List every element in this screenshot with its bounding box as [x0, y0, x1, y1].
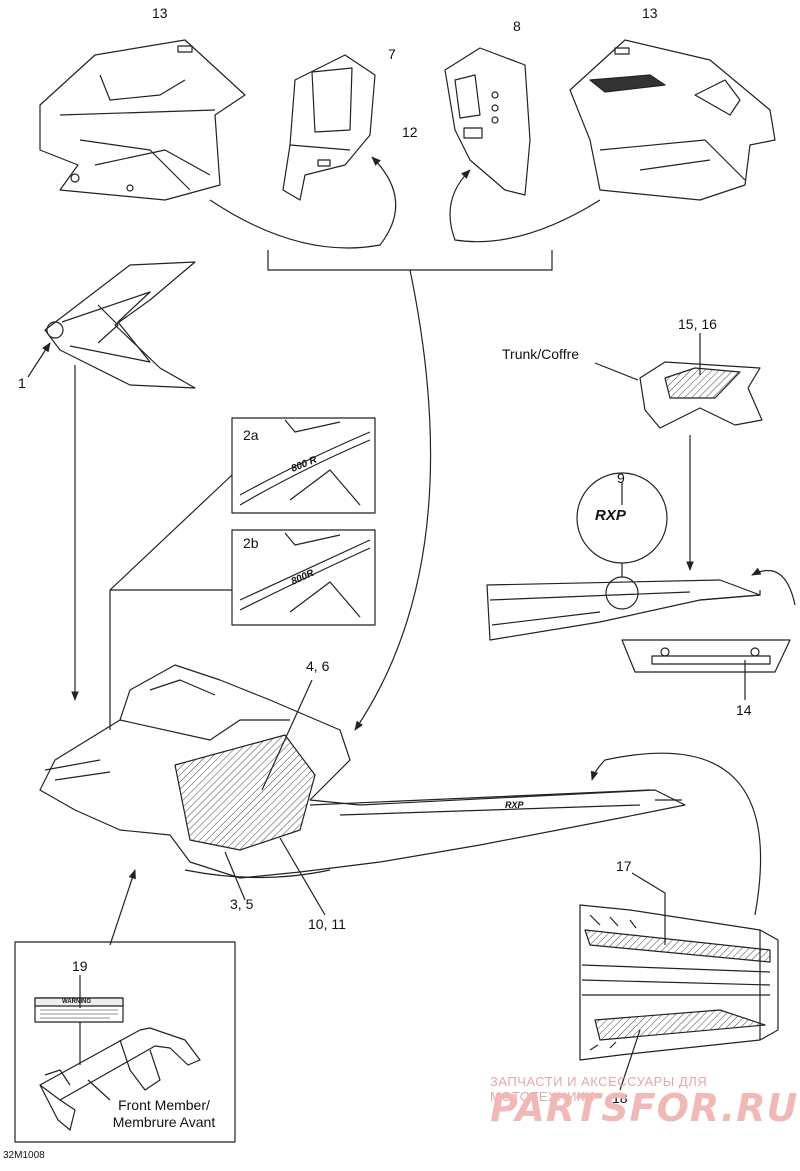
arrow-tunnel-curve	[751, 567, 796, 606]
running-board	[579, 904, 779, 1061]
front-member-caption: Front Member/ Membrure Avant	[95, 1097, 233, 1131]
leader-1011	[279, 837, 326, 916]
watermark-logo: PARTSFOR.RU	[490, 1086, 799, 1130]
leader-front-member	[87, 1079, 111, 1101]
callout-18: 18	[612, 1090, 628, 1106]
leader-35	[224, 851, 246, 901]
rear-tunnel	[486, 579, 761, 641]
callout-4-6: 4, 6	[306, 658, 330, 674]
front-member-line-1: Front Member/	[118, 1097, 210, 1113]
rear-bumper	[621, 639, 791, 673]
callout-7: 7	[388, 46, 396, 62]
callout-15-16: 15, 16	[678, 316, 717, 332]
callout-12: 12	[402, 124, 418, 140]
front-member	[39, 1027, 201, 1131]
callout-9: 9	[617, 470, 625, 486]
nose-cone	[44, 261, 196, 389]
bracket	[267, 250, 553, 271]
side-panel-7	[282, 54, 376, 201]
leader-trunk	[594, 362, 639, 381]
callout-13-right: 13	[642, 5, 658, 21]
leader-18	[619, 1029, 641, 1091]
watermark-subtitle: ЗАПЧАСТИ И АКСЕССУАРЫ ДЛЯ МОТОТЕХНИКИ	[490, 1074, 708, 1104]
leader-46	[261, 679, 313, 791]
decal-2a-art	[239, 419, 371, 506]
leader-17	[631, 872, 666, 945]
leader-1	[27, 342, 51, 378]
bracket-curve	[354, 269, 432, 731]
warning-text: WARNING	[62, 999, 91, 1005]
callout-3-5: 3, 5	[230, 896, 254, 912]
side-panel-right	[569, 39, 776, 201]
callout-1: 1	[18, 375, 26, 391]
connector-curve-left	[209, 156, 397, 249]
callout-17: 17	[616, 858, 632, 874]
arrow-board-curve	[590, 752, 762, 916]
trunk-label: Trunk/Coffre	[502, 346, 580, 362]
snowmobile-body	[39, 664, 686, 879]
callout-13-left: 13	[152, 5, 168, 21]
side-panel-8	[444, 47, 531, 196]
front-member-line-2: Membrure Avant	[112, 1114, 216, 1130]
decal-2b-art	[239, 532, 371, 618]
callout-14: 14	[736, 702, 752, 718]
front-member-box	[14, 941, 236, 1143]
callout-2b: 2b	[243, 535, 259, 551]
tunnel-logo-text: RXP	[505, 800, 524, 810]
side-panel-left	[39, 39, 246, 201]
callout-10-11: 10, 11	[308, 916, 346, 932]
callout-8: 8	[513, 18, 521, 34]
connector-curve-right	[449, 169, 601, 243]
emblem-text: RXP	[595, 507, 626, 524]
callout-19: 19	[72, 958, 88, 974]
trunk	[639, 361, 763, 429]
part-number: 32M1008	[3, 1150, 45, 1161]
decal-callout-lines	[109, 474, 233, 730]
decal-box-2a	[231, 417, 376, 514]
callout-2a: 2a	[243, 427, 259, 443]
arrow-to-frame	[109, 869, 136, 946]
decal-box-2b	[231, 529, 376, 626]
